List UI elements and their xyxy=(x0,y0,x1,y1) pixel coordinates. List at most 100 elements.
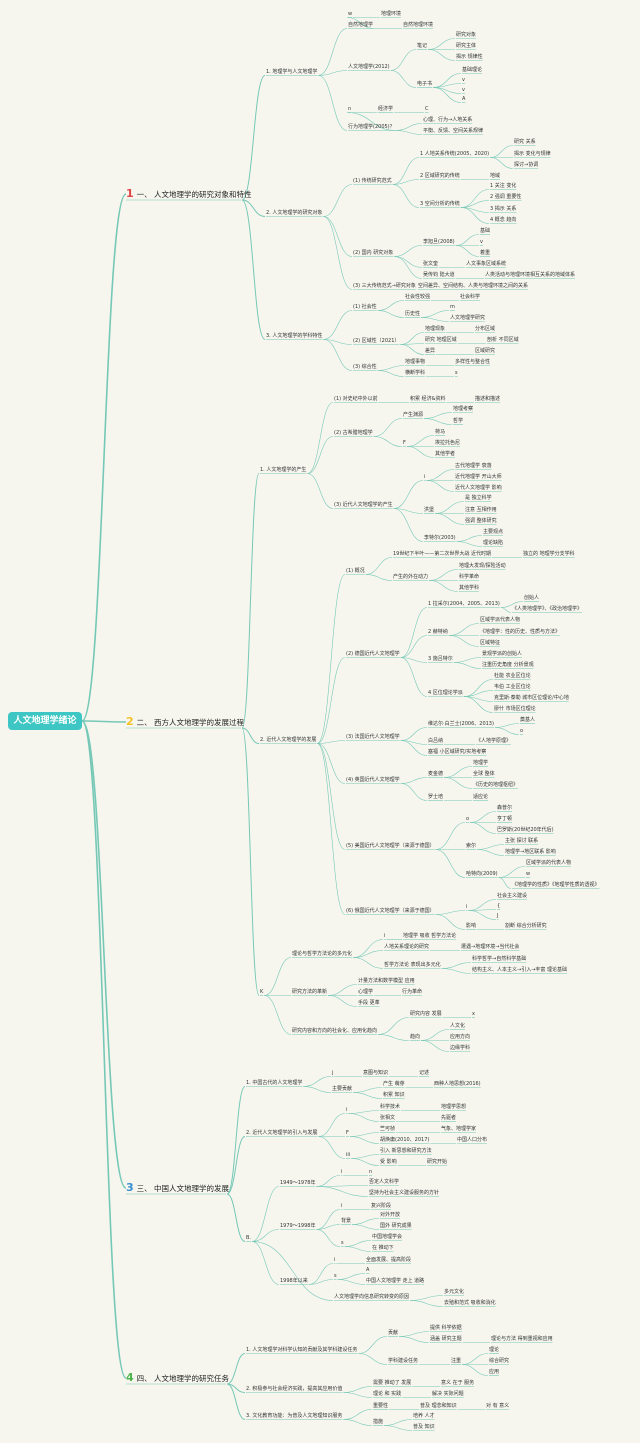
node-s3-c3[interactable]: 1998年以来 xyxy=(280,1278,308,1284)
node-s2-a2[interactable]: (2) 古希腊地理学 xyxy=(334,430,373,436)
node-s2-b3[interactable]: (3) 法国近代人文地理学 xyxy=(346,734,400,740)
node-s3-b2a[interactable]: 竺可桢 xyxy=(380,1126,396,1132)
node-s1-b1a2[interactable]: 揭示 变化与规律 xyxy=(514,151,551,157)
node-s2-a3c[interactable]: 李特尔(2003) xyxy=(424,535,456,541)
node-s2-a[interactable]: 1. 人文地理学的产生 xyxy=(260,467,307,473)
node-s3-b2b1[interactable]: 中国人口分布 xyxy=(457,1137,488,1143)
node-s2-b6b1[interactable]: 割断 综合分析研究 xyxy=(505,923,547,929)
node-s1-b2a1[interactable]: 基础 xyxy=(480,228,491,234)
node-s4-c1a1[interactable]: 对 有 意义 xyxy=(486,1403,510,1409)
node-s1-a2[interactable]: 人文地理学(2012) xyxy=(348,64,390,70)
node-s1-b2c[interactable]: 吴传钧 陆大道 xyxy=(423,272,455,278)
node-s2-b5b[interactable]: 索尔 xyxy=(466,843,477,849)
node-s1-a2b2[interactable]: v xyxy=(462,77,465,83)
node-s2-c3b2[interactable]: 应用方向 xyxy=(450,1034,471,1040)
node-s2-a2b2[interactable]: 埃拉托色尼 xyxy=(435,440,461,446)
node-s1-a1[interactable]: 自然地理学 xyxy=(348,22,374,28)
node-s2-b2a1[interactable]: 创始人 xyxy=(524,595,540,601)
node-s2-a1a1[interactable]: 描述和描述 xyxy=(475,396,501,402)
node-s2-b2b[interactable]: 2 赫特纳 xyxy=(428,629,448,635)
node-s3-c1a1[interactable]: n xyxy=(369,1169,373,1175)
node-s2-b4b[interactable]: 罗士培 xyxy=(428,794,444,800)
node-s1-a[interactable]: 1. 地理学与人文地理学 xyxy=(266,69,318,75)
node-s1-a3a1[interactable]: 经济学 xyxy=(378,106,394,112)
node-s1-b2[interactable]: (2) 国内 研究对象 xyxy=(353,250,394,256)
node-s4-a2a[interactable]: 注重 xyxy=(451,1358,462,1364)
node-s2-c3b[interactable]: 趋向 xyxy=(410,1034,421,1040)
node-s3-b3a[interactable]: 引入 新思想和研究方法 xyxy=(380,1148,432,1154)
node-s1-c2[interactable]: (2) 区域性（2021） xyxy=(353,338,400,344)
node-s4-c2[interactable]: 措施 xyxy=(373,1419,384,1425)
node-s2-c1c2[interactable]: 结构主义、人本主义→引入→丰富 理论基础 xyxy=(472,967,567,973)
node-s4-c[interactable]: 3. 文化教育功能：为普及人文地理知识服务 xyxy=(246,1413,343,1419)
node-s3-c2c1[interactable]: 中国地理学会 xyxy=(372,1234,403,1240)
node-s2-c1a1[interactable]: 地理学 吸收 哲学方法论 xyxy=(403,933,457,939)
node-s1-c1a[interactable]: 社会性较强 xyxy=(405,294,431,300)
node-s1-c1a1[interactable]: 社会科学 xyxy=(460,294,481,300)
node-s1-a3[interactable]: 行为地理学(2005)？ xyxy=(348,124,395,130)
node-s3-c[interactable]: B. xyxy=(246,1235,252,1241)
node-s2-b1[interactable]: (1) 概况 xyxy=(346,568,365,574)
node-s2-c3a[interactable]: 研究内容 发展 xyxy=(410,1011,442,1017)
node-s1-b1a1[interactable]: 研究 关系 xyxy=(514,139,536,145)
node-s2-b2d3[interactable]: 克里斯·泰勒 城市区位理论/中心地 xyxy=(494,695,569,701)
root-node[interactable]: 人文地理学绪论 xyxy=(8,712,82,730)
node-s2-a3a1[interactable]: 古代地理学 衰落 xyxy=(455,463,492,469)
node-s2-a1a[interactable]: 积累 经济&资料 xyxy=(410,396,446,402)
node-s2-b4a3[interactable]: 《历史的地理枢纽》 xyxy=(473,782,519,788)
node-s1-c2c[interactable]: 差异 xyxy=(425,348,436,354)
node-s4-a1b1[interactable]: 理论与方法 得到重视和应用 xyxy=(491,1336,553,1342)
node-s3-c1a[interactable]: i xyxy=(341,1169,343,1175)
node-s2-a3c2[interactable]: 理论缺陷 xyxy=(483,540,504,546)
node-s2-c1[interactable]: 理论与哲学方法论的多元化 xyxy=(292,951,353,957)
node-s1-c1b2[interactable]: 人文地理学研究 xyxy=(450,315,486,321)
node-s1-a1a[interactable]: w xyxy=(348,11,353,17)
node-s1-b2c1[interactable]: 人类活动与地理环境相互关系的地域体系 xyxy=(485,272,576,278)
node-s1-b2a3[interactable]: 着重 xyxy=(480,250,491,256)
node-s1-a1a1[interactable]: 地理环境 xyxy=(381,11,402,17)
node-s2-c1b1[interactable]: 遭遇→地理环境→当代社会 xyxy=(461,944,520,950)
node-s1-b1c2[interactable]: 2 强调 重要性 xyxy=(490,194,522,200)
node-s4-b2a[interactable]: 解决 实际问题 xyxy=(432,1391,464,1397)
node-s2-b5[interactable]: (5) 美国近代人文地理学（来源于德国） xyxy=(346,843,435,849)
node-s2-b2[interactable]: (2) 德国近代人文地理学 xyxy=(346,651,400,657)
node-s2-b1b2[interactable]: 科学革命 xyxy=(459,574,480,580)
node-s3-b[interactable]: 2. 近代人文地理学的引入与发展 xyxy=(246,1130,318,1136)
node-s2-b5a[interactable]: o xyxy=(466,816,470,822)
node-s2-a2b1[interactable]: 荷马 xyxy=(435,429,446,435)
node-s2-b6[interactable]: (6) 俄国近代人文地理学（来源于德国） xyxy=(346,908,435,914)
node-s1-a3b[interactable]: 心理、行为→人地关系 xyxy=(423,117,473,123)
node-s2-b2c1[interactable]: 景观学派的创始人 xyxy=(482,651,523,657)
node-s2-b6b[interactable]: 影响 xyxy=(466,923,477,929)
node-s2-b4a1[interactable]: 地理学 xyxy=(473,760,489,766)
node-s1-b1b1[interactable]: 地域 xyxy=(490,173,501,179)
node-s1-b1c1[interactable]: 1 关注 变化 xyxy=(490,183,517,189)
node-s2-b4[interactable]: (4) 英国近代人文地理学 xyxy=(346,777,400,783)
node-s2-b6a2[interactable]: { xyxy=(497,903,501,909)
node-s1-b1c[interactable]: 3 空间分析的传统 xyxy=(420,201,460,207)
node-s3-c3b1[interactable]: A xyxy=(366,1267,370,1273)
node-s2-b5c[interactable]: 哈特向(2009) xyxy=(466,871,498,877)
node-s3-a[interactable]: 1. 中国古代的人文地理学 xyxy=(246,1080,303,1086)
node-s1-c3a1[interactable]: 多样性与整合性 xyxy=(455,359,491,365)
node-s2-b5b1[interactable]: 主张 探讨 联系 xyxy=(505,838,539,844)
node-s2-a3b[interactable]: 洪堡 xyxy=(424,507,435,513)
node-s4-a1[interactable]: 贡献 xyxy=(388,1330,399,1336)
node-s3-b3b[interactable]: 受 影响 xyxy=(380,1159,397,1165)
node-s4-a2[interactable]: 学科建设任务 xyxy=(388,1358,419,1364)
node-s1-a2b1[interactable]: 基础理论 xyxy=(462,67,483,73)
node-s2-b3b[interactable]: 白吕纳 xyxy=(428,738,444,744)
node-s2-b1a1[interactable]: 独立的 地理学分支学科 xyxy=(523,551,575,557)
node-s3-c2c[interactable]: s xyxy=(341,1240,344,1246)
node-s1-c3b[interactable]: 横断学科 xyxy=(405,370,426,376)
node-s4-a1a[interactable]: 提供 科学依据 xyxy=(430,1325,462,1331)
node-s1-b[interactable]: 2. 人文地理学的研究对象 xyxy=(266,210,323,216)
node-s3-c4[interactable]: 人文地理学向信息研究转变的原因 xyxy=(334,1294,410,1300)
node-s2-a3a3[interactable]: 近代人文地理学 影响 xyxy=(455,485,502,491)
node-s3-c2b2[interactable]: 国外 研究成果 xyxy=(380,1223,412,1229)
node-s4-b1[interactable]: 需要 推动了 发展 xyxy=(373,1380,412,1386)
node-s2-b6a1[interactable]: 社会主义建设 xyxy=(497,893,528,899)
node-s3-b2b[interactable]: 胡焕庸(2010、2017) xyxy=(380,1137,430,1143)
node-s4-c1a[interactable]: 普及 理念和知识 xyxy=(420,1403,457,1409)
